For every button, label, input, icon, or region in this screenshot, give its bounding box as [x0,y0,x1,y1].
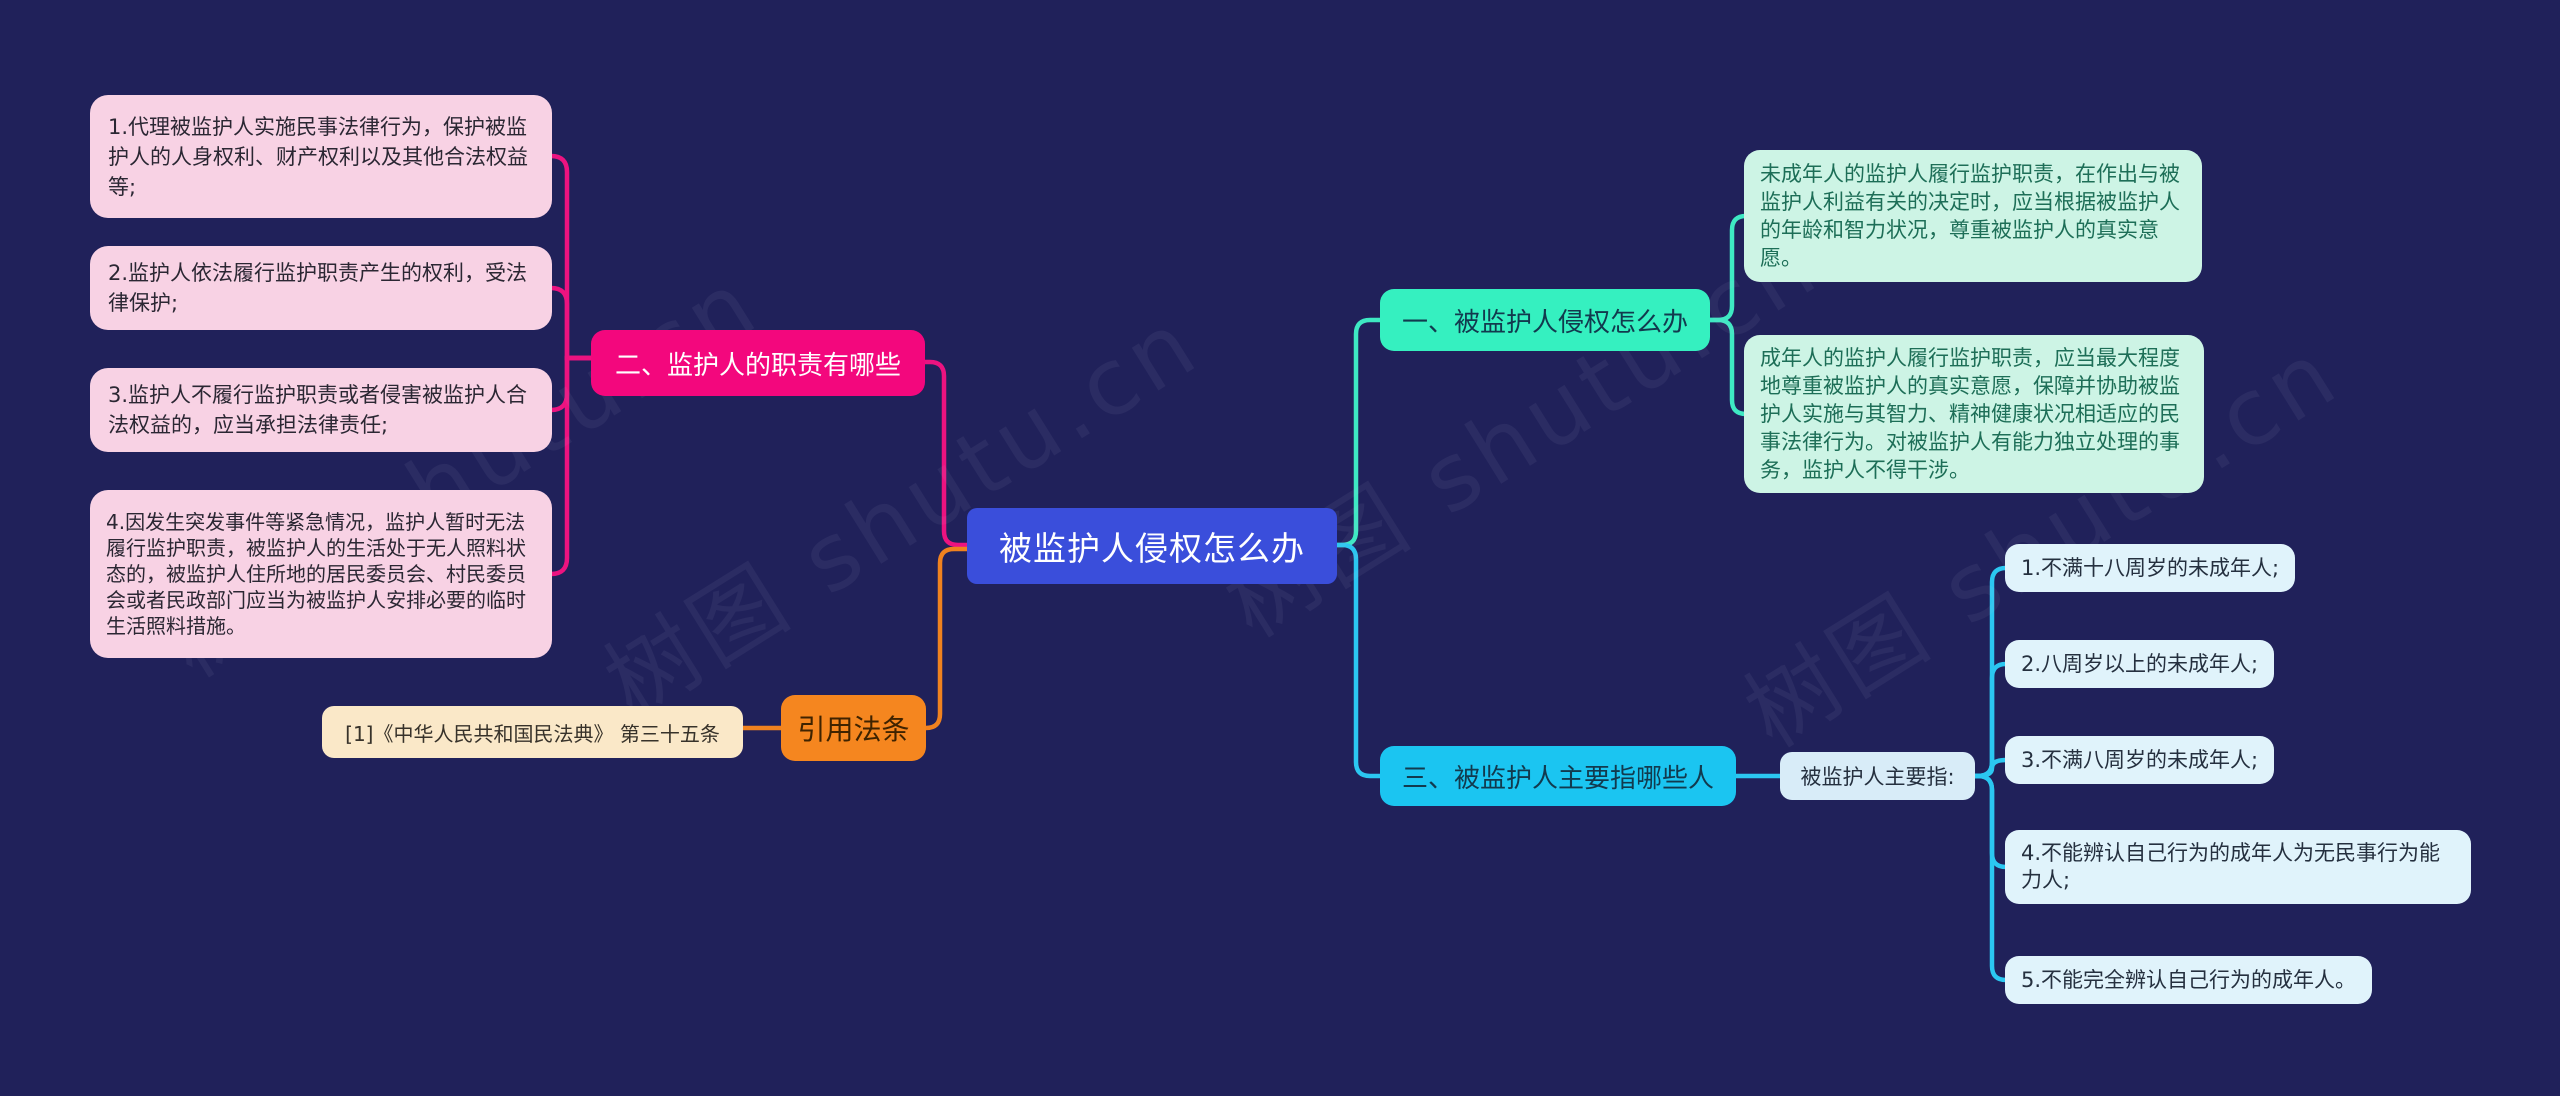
connector-infringement-item1 [1707,213,1749,323]
infringement-item-1-text: 未成年人的监护人履行监护职责，在作出与被监护人利益有关的决定时，应当根据被监护人… [1760,162,2180,270]
branch-infringement-node[interactable]: 一、被监护人侵权怎么办 [1380,289,1710,351]
connector-duties-item1 [547,153,594,361]
wards-item-4-text: 4.不能辨认自己行为的成年人为无民事行为能力人; [2021,841,2441,892]
connector-root-infringement [1334,317,1383,548]
wards-item-4[interactable]: 4.不能辨认自己行为的成年人为无民事行为能力人; [2005,830,2471,904]
law-ref-node[interactable]: 引用法条 [781,695,926,761]
law-citation-text: [1]《中华人民共和国民法典》 第三十五条 [345,721,720,746]
duties-item-4-text: 4.因发生突发事件等紧急情况，监护人暂时无法履行监护职责，被监护人的生活处于无人… [106,510,526,638]
infringement-item-2-text: 成年人的监护人履行监护职责，应当最大程度地尊重被监护人的真实意愿，保障并协助被监… [1760,346,2180,482]
branch-infringement-label: 一、被监护人侵权怎么办 [1401,307,1688,338]
infringement-item-2[interactable]: 成年人的监护人履行监护职责，应当最大程度地尊重被监护人的真实意愿，保障并协助被监… [1744,335,2204,493]
wards-item-3-text: 3.不满八周岁的未成年人; [2021,747,2259,772]
wards-item-1[interactable]: 1.不满十八周岁的未成年人; [2005,544,2296,592]
connector-root-lawref [923,546,970,731]
root-node[interactable]: 被监护人侵权怎么办 [967,508,1337,584]
infringement-item-1[interactable]: 未成年人的监护人履行监护职责，在作出与被监护人利益有关的决定时，应当根据被监护人… [1744,150,2202,282]
law-ref-label: 引用法条 [797,713,910,746]
connector-wards-item2 [1972,661,2009,779]
connector-wards-item1 [1972,565,2009,779]
connector-root-wards [1334,542,1383,779]
duties-item-3[interactable]: 3.监护人不履行监护职责或者侵害被监护人合法权益的，应当承担法律责任; [90,368,552,452]
wards-item-2[interactable]: 2.八周岁以上的未成年人; [2005,640,2275,688]
connector-wards-item4 [1972,773,2009,870]
duties-item-2-text: 2.监护人依法履行监护职责产生的权利，受法律保护; [108,261,528,315]
duties-item-1[interactable]: 1.代理被监护人实施民事法律行为，保护被监护人的人身权利、财产权利以及其他合法权… [90,95,552,218]
wards-item-5[interactable]: 5.不能完全辨认自己行为的成年人。 [2005,956,2373,1004]
connector-infringement-item2 [1707,317,1749,417]
branch-wards-node[interactable]: 三、被监护人主要指哪些人 [1380,746,1736,806]
connector-duties-item4 [547,355,594,577]
wards-item-1-text: 1.不满十八周岁的未成年人; [2021,555,2280,580]
root-label: 被监护人侵权怎么办 [999,529,1305,568]
wards-note[interactable]: 被监护人主要指: [1780,752,1975,800]
branch-wards-label: 三、被监护人主要指哪些人 [1401,763,1714,794]
branch-duties-node[interactable]: 二、监护人的职责有哪些 [591,330,925,396]
wards-note-text: 被监护人主要指: [1800,765,1955,789]
duties-item-4[interactable]: 4.因发生突发事件等紧急情况，监护人暂时无法履行监护职责，被监护人的生活处于无人… [90,490,552,658]
wards-item-2-text: 2.八周岁以上的未成年人; [2021,651,2259,676]
law-citation[interactable]: [1]《中华人民共和国民法典》 第三十五条 [322,706,743,758]
duties-item-3-text: 3.监护人不履行监护职责或者侵害被监护人合法权益的，应当承担法律责任; [108,383,528,437]
connector-duties-item3 [547,355,594,413]
wards-item-3[interactable]: 3.不满八周岁的未成年人; [2005,736,2275,784]
connector-wards-item5 [1972,773,2009,983]
connector-wards-item3 [1972,757,2009,779]
duties-item-2[interactable]: 2.监护人依法履行监护职责产生的权利，受法律保护; [90,246,552,330]
branch-duties-label: 二、监护人的职责有哪些 [614,350,901,381]
duties-item-1-text: 1.代理被监护人实施民事法律行为，保护被监护人的人身权利、财产权利以及其他合法权… [108,114,528,199]
connector-duties-item2 [547,285,594,361]
connector-duties-root [922,359,970,548]
wards-item-5-text: 5.不能完全辨认自己行为的成年人。 [2021,967,2357,992]
